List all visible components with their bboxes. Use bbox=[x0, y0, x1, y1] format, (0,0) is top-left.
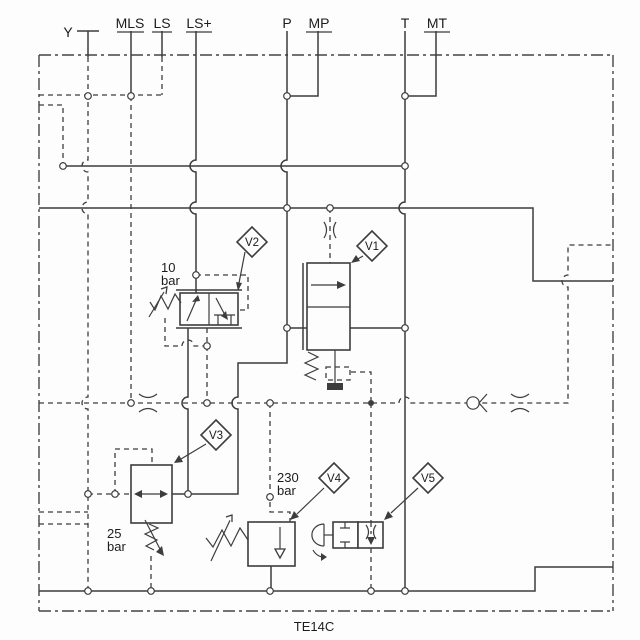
pressure-v2-unit: bar bbox=[161, 273, 180, 288]
check-valve-icon bbox=[466, 393, 488, 413]
orifice-icon bbox=[138, 393, 158, 413]
valve-v3-symbol bbox=[130, 464, 173, 556]
valve-v2-symbol bbox=[148, 286, 242, 329]
port-label-mp: MP bbox=[309, 15, 330, 31]
port-label-mt: MT bbox=[427, 15, 448, 31]
ls-pilot-gallery bbox=[39, 244, 612, 404]
tag-v2: V2 bbox=[235, 225, 269, 291]
port-label-mls: MLS bbox=[116, 15, 145, 31]
mt-link bbox=[405, 31, 437, 97]
pilot-lines bbox=[39, 57, 612, 591]
orifice-icon bbox=[323, 221, 337, 239]
port-label-p: P bbox=[282, 15, 291, 31]
valve-v5-symbol bbox=[311, 521, 384, 561]
orifice-icon bbox=[365, 524, 370, 540]
pressure-labels: 10 bar 25 bar 230 bar bbox=[107, 260, 299, 554]
valve-tag-v4: V4 bbox=[327, 473, 342, 485]
adjuster-head bbox=[327, 383, 343, 390]
tag-v4: V4 bbox=[290, 461, 351, 520]
pressure-v3-unit: bar bbox=[107, 539, 126, 554]
drawing-title: TE14C bbox=[294, 619, 334, 634]
solid-lines bbox=[39, 30, 613, 592]
spring-icon bbox=[303, 351, 320, 381]
valve-tag-v5: V5 bbox=[421, 473, 435, 485]
tag-v3: V3 bbox=[174, 418, 233, 463]
tag-v1: V1 bbox=[351, 229, 389, 263]
valve-tag-v3: V3 bbox=[209, 430, 223, 442]
port-label-y: Y bbox=[63, 24, 73, 40]
port-labels: Y MLS LS LS+ P MP T MT bbox=[63, 15, 450, 40]
valve-tag-v1: V1 bbox=[365, 241, 379, 253]
port-label-ls: LS bbox=[153, 15, 170, 31]
pressure-v2-value: 10 bbox=[161, 260, 175, 275]
tank-bus bbox=[39, 566, 613, 592]
junction-ports bbox=[59, 92, 409, 595]
orifice-icon bbox=[510, 393, 530, 413]
valve-tag-v2: V2 bbox=[245, 237, 259, 249]
port-label-lsplus: LS+ bbox=[186, 15, 211, 31]
manifold-border bbox=[38, 54, 614, 612]
port-label-t: T bbox=[401, 15, 410, 31]
inline-symbols bbox=[138, 221, 530, 413]
tag-v5: V5 bbox=[384, 461, 445, 520]
valve-v1-symbol bbox=[302, 262, 351, 390]
mp-link bbox=[287, 31, 319, 97]
spring-icon bbox=[143, 523, 160, 551]
valve-tags: V1 V2 V3 V4 V5 bbox=[174, 225, 445, 520]
spring-icon bbox=[205, 526, 249, 549]
pressure-v4-value: 230 bbox=[277, 470, 299, 485]
pressure-v4-unit: bar bbox=[277, 483, 296, 498]
valve-v4-symbol bbox=[205, 514, 296, 567]
pressure-v3-value: 25 bbox=[107, 526, 121, 541]
